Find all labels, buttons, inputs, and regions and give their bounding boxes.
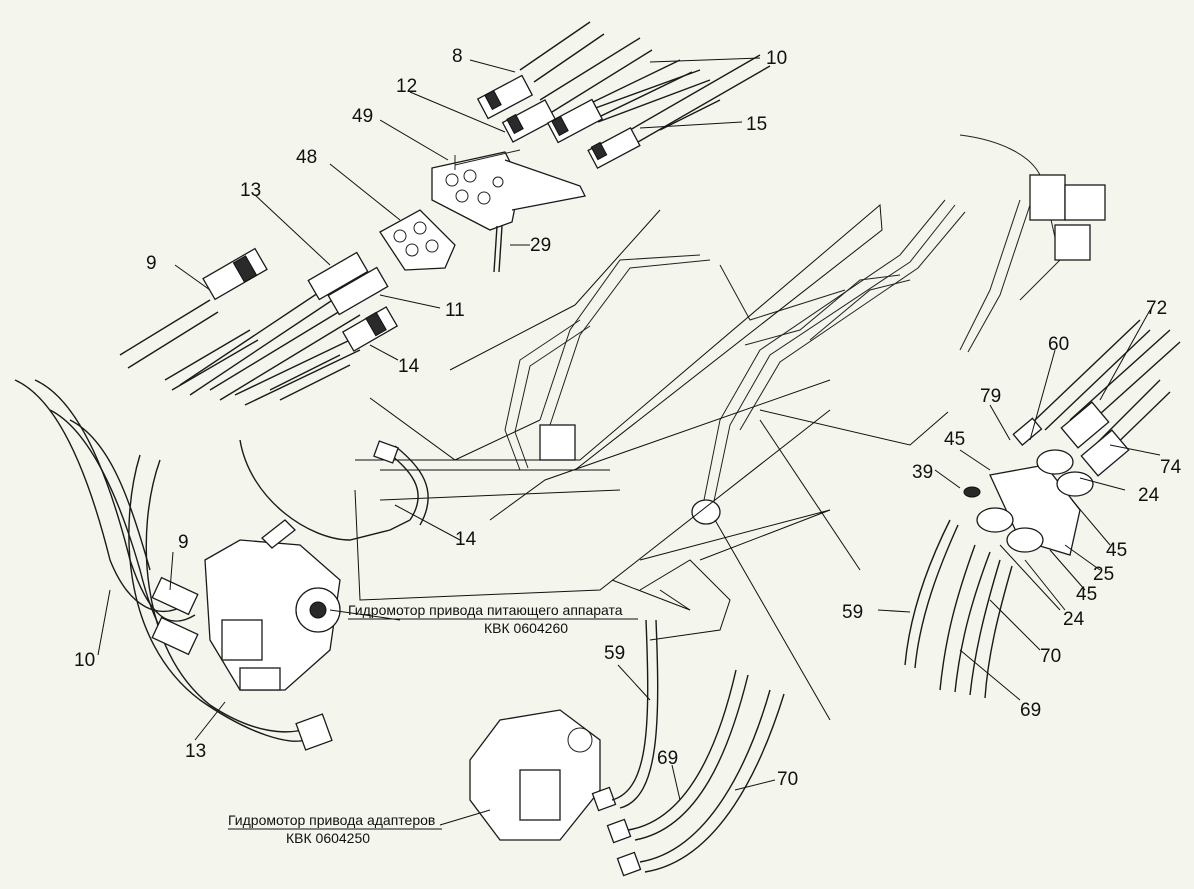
top-hose-group bbox=[476, 21, 771, 169]
fitting-11 bbox=[327, 266, 389, 316]
central-hose-harness bbox=[504, 134, 1106, 525]
fitting-13-lower-a bbox=[151, 616, 199, 656]
label-15: 15 bbox=[746, 114, 767, 135]
adapter-motor-code: КВК 0604250 bbox=[286, 830, 370, 846]
label-29: 29 bbox=[530, 235, 551, 256]
label-70-right: 70 bbox=[1040, 646, 1061, 667]
label-14-mid: 14 bbox=[455, 529, 477, 550]
label-49: 49 bbox=[352, 106, 373, 127]
label-69-bottom: 69 bbox=[657, 748, 678, 769]
label-45-a: 45 bbox=[944, 429, 965, 450]
label-8: 8 bbox=[452, 46, 463, 67]
left-long-hoses bbox=[14, 379, 429, 751]
adapter-hydromotor bbox=[469, 709, 642, 877]
label-45-b: 45 bbox=[1106, 540, 1127, 561]
label-24-right: 24 bbox=[1138, 485, 1160, 506]
flange-24-lower bbox=[976, 507, 1014, 533]
lower-coupling bbox=[691, 499, 721, 525]
fitting-15 bbox=[587, 127, 641, 169]
label-48: 48 bbox=[296, 147, 317, 168]
fitting-8 bbox=[476, 74, 534, 120]
flange-plate-48 bbox=[379, 209, 456, 271]
feeder-hydromotor bbox=[204, 519, 341, 691]
fitting-14-upper bbox=[341, 306, 399, 352]
label-39: 39 bbox=[912, 462, 933, 483]
label-12: 12 bbox=[396, 76, 417, 97]
label-14-top: 14 bbox=[398, 356, 420, 377]
fitting-13-upper bbox=[307, 251, 369, 301]
fitting-14-lower bbox=[373, 440, 399, 464]
label-24-lower: 24 bbox=[1063, 609, 1085, 630]
flange-24-upper bbox=[1036, 449, 1074, 475]
flange-24-lower-b bbox=[1006, 527, 1044, 553]
label-9-top: 9 bbox=[146, 253, 157, 274]
label-11: 11 bbox=[445, 300, 465, 321]
label-59-bottom: 59 bbox=[604, 643, 625, 664]
feeder-motor-code: КВК 0604260 bbox=[484, 620, 568, 636]
bolt-29 bbox=[493, 225, 503, 273]
flange-24-upper-b bbox=[1056, 471, 1094, 497]
label-45-c: 45 bbox=[1076, 584, 1097, 605]
distributor-block-49 bbox=[431, 149, 586, 231]
fitting-13-lower-b bbox=[295, 713, 333, 751]
leader-lines bbox=[97, 57, 1161, 826]
adapter-motor-title: Гидромотор привода адаптеров bbox=[228, 812, 435, 828]
seal-39 bbox=[963, 486, 981, 498]
label-72: 72 bbox=[1146, 298, 1167, 319]
label-13-top: 13 bbox=[240, 180, 261, 201]
label-9-left: 9 bbox=[178, 532, 189, 553]
label-25: 25 bbox=[1093, 564, 1114, 585]
fitting-9-lower bbox=[151, 576, 199, 616]
label-13-left: 13 bbox=[185, 741, 206, 762]
bottom-hoses bbox=[611, 619, 785, 873]
feeder-motor-title: Гидромотор привода питающего аппарата bbox=[348, 602, 623, 618]
fitting-12 bbox=[501, 99, 557, 143]
mid-valve-block bbox=[539, 424, 576, 461]
fitting-72 bbox=[1060, 401, 1110, 449]
label-70-bottom: 70 bbox=[777, 769, 798, 790]
captions: Гидромотор привода питающего аппарата КВ… bbox=[228, 602, 638, 846]
left-hose-group bbox=[119, 247, 399, 406]
fitting-10 bbox=[546, 98, 604, 144]
right-valve-cluster bbox=[1029, 174, 1106, 261]
fitting-79 bbox=[1012, 417, 1043, 446]
label-59-right: 59 bbox=[842, 602, 863, 623]
label-60: 60 bbox=[1048, 334, 1069, 355]
label-10-left: 10 bbox=[74, 650, 95, 671]
label-74: 74 bbox=[1160, 457, 1182, 478]
fitting-74 bbox=[1080, 429, 1130, 477]
label-10-top: 10 bbox=[766, 48, 787, 69]
label-69-right: 69 bbox=[1020, 700, 1041, 721]
label-79: 79 bbox=[980, 386, 1001, 407]
part-number-labels: 8 10 12 15 49 48 13 9 29 11 14 14 9 10 1… bbox=[74, 46, 1182, 790]
frame-outline bbox=[354, 203, 949, 721]
right-hose-group bbox=[904, 319, 1181, 699]
fitting-9-upper bbox=[202, 247, 268, 301]
